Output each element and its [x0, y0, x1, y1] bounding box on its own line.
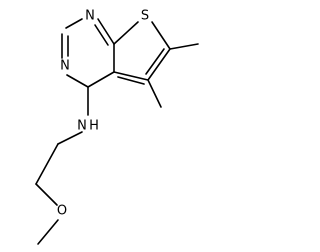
bond-nh-ch2	[57, 131, 83, 145]
bond-c7a-n1	[97, 18, 115, 45]
bond-c4a-c5-inner	[117, 76, 145, 85]
bond-n1-c2	[65, 18, 83, 29]
atom-nh-amine: N	[77, 119, 87, 134]
bond-ch2-ch2	[35, 143, 59, 185]
bond-c7a-s	[113, 21, 139, 45]
methyl-bond-c5	[147, 79, 162, 108]
atom-n-top: N	[85, 9, 95, 24]
atom-o-ether: O	[57, 204, 67, 219]
bond-s-c6	[151, 21, 171, 50]
bond-n3-c4	[66, 74, 89, 88]
bond-c6-c5	[147, 48, 171, 81]
bond-c6-c5-inner	[145, 48, 165, 75]
pyrimidine-ring	[61, 18, 115, 88]
bond-ch2-o	[35, 183, 58, 206]
atom-s-ring: S	[141, 9, 149, 24]
bond-c5-c4a	[113, 71, 149, 81]
bond-c7a-n1-inner	[94, 24, 109, 46]
atom-n-left: N	[60, 59, 70, 74]
bond-c4-c4a	[87, 71, 115, 88]
bond-o-ch3	[37, 219, 59, 245]
molecule-structure: N N S N H O	[35, 9, 199, 245]
thiophene-ring	[113, 21, 171, 85]
methyl-bond-c6	[169, 43, 199, 50]
atom-h-amine: H	[89, 119, 99, 134]
